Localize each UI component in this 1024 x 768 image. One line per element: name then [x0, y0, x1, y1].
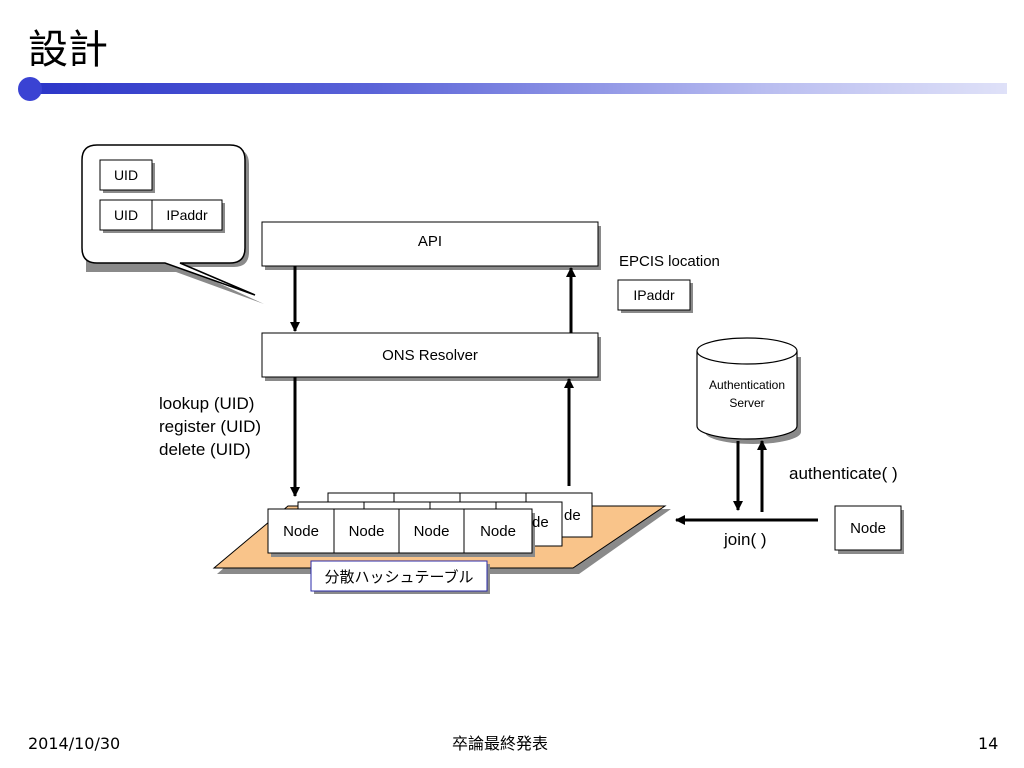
authentication-server-cylinder: [696, 337, 801, 444]
register-operation-label: register (UID): [159, 417, 262, 436]
ons-resolver-label: ONS Resolver: [382, 346, 478, 364]
epcis-ipaddr-box: [617, 279, 691, 311]
node-label-3: Node: [413, 522, 450, 540]
node-row-front: [267, 508, 533, 554]
node-label-1: Node: [283, 522, 319, 540]
footer-center-title: 卒論最終発表: [452, 734, 549, 753]
back-node-partial-label-2: de: [564, 507, 581, 524]
remote-node-box: [834, 505, 902, 551]
api-box: [261, 221, 599, 267]
join-label: join( ): [724, 530, 767, 549]
title-bullet-dot: [18, 77, 42, 101]
bubble-ipaddr-label: IPaddr: [166, 207, 208, 223]
remote-node-label: Node: [850, 519, 886, 537]
delete-operation-label: delete (UID): [159, 440, 251, 459]
dht-label: 分散ハッシュテーブル: [324, 567, 474, 586]
bubble-uid2-label: UID: [113, 207, 139, 223]
node-label-2: Node: [348, 522, 385, 540]
auth-server-label-line1: Authentication: [708, 378, 786, 392]
page-title: 設計: [28, 27, 108, 73]
api-label: API: [417, 232, 443, 250]
footer-date: 2014/10/30: [28, 734, 121, 753]
ons-resolver-box: [261, 332, 599, 378]
bubble-uid-label: UID: [113, 167, 139, 183]
back-node-partial-label-1: de: [532, 514, 549, 531]
footer-page-number: 14: [978, 734, 999, 753]
uid-ipaddr-box: [99, 199, 223, 231]
dht-label-box: [310, 560, 488, 592]
node-label-4: Node: [480, 522, 516, 540]
title-underline: [30, 83, 1007, 94]
epcis-ipaddr-label: IPaddr: [633, 287, 675, 303]
epcis-location-label: EPCIS location: [619, 253, 720, 270]
authenticate-label: authenticate( ): [789, 464, 898, 483]
lookup-operation-label: lookup (UID): [159, 394, 255, 413]
auth-server-label-line2: Server: [729, 396, 765, 410]
uid-box: [99, 159, 153, 191]
